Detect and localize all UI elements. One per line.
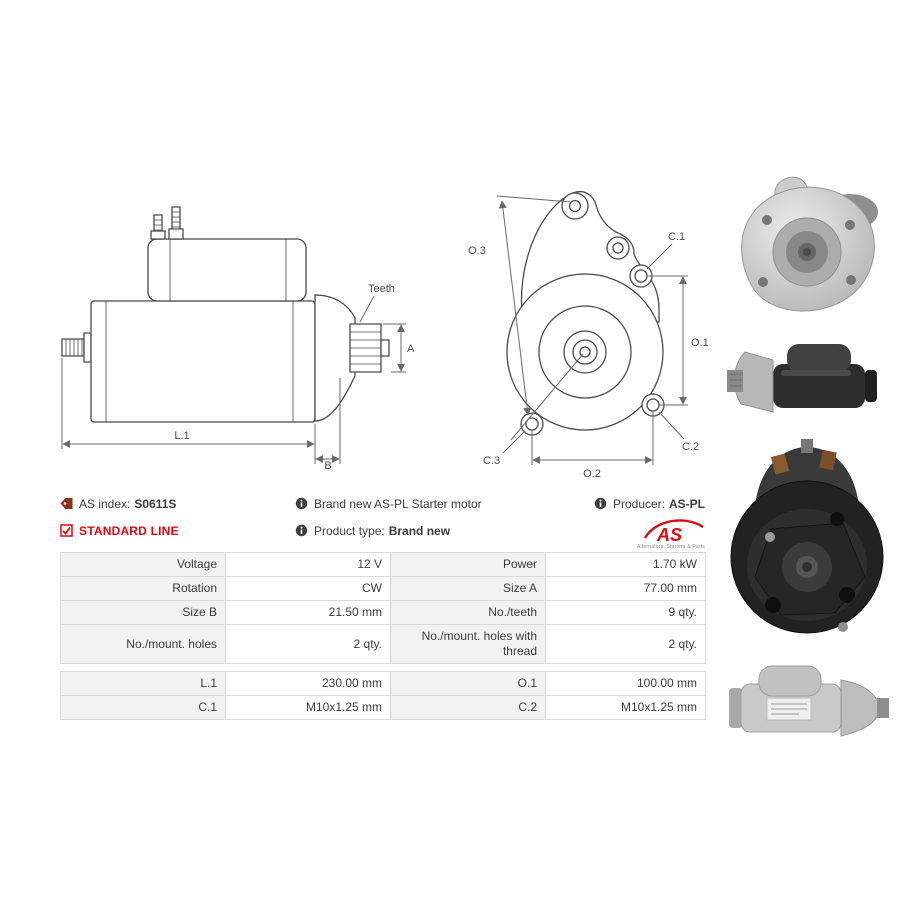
product-photo-rear-black <box>730 439 884 634</box>
table-gap <box>60 664 706 671</box>
logo-text: AS <box>656 525 682 544</box>
spec-value: 100.00 mm <box>545 671 706 696</box>
product-photo-front <box>741 176 878 312</box>
spec-value: 9 qty. <box>545 600 706 625</box>
front-view-dimensions: O.3 O.1 O.2 C.1 C.2 C.3 <box>468 195 709 480</box>
product-type-text: Product type:Brand new <box>314 523 451 538</box>
product-photo-side-dark <box>727 344 877 413</box>
spec-label: O.1 <box>390 671 546 696</box>
brand-new-row: Brand new AS-PL Starter motor <box>295 490 555 517</box>
spec-label: Rotation <box>60 576 226 601</box>
spec-label: Size A <box>390 576 546 601</box>
spec-row: Size B 21.50 mm No./teeth 9 qty. <box>60 600 706 625</box>
spec-value: M10x1.25 mm <box>225 695 391 720</box>
spec-value: 230.00 mm <box>225 671 391 696</box>
product-photo-side-silver <box>729 665 889 737</box>
as-pl-logo: AS Alternators, Starters & Parts <box>540 518 705 550</box>
dim-b-label: B <box>324 460 331 470</box>
spec-label: Size B <box>60 600 226 625</box>
spec-value: 1.70 kW <box>545 552 706 577</box>
check-square-icon <box>60 524 73 537</box>
spec-row: No./mount. holes 2 qty. No./mount. holes… <box>60 624 706 664</box>
spec-label: C.2 <box>390 695 546 720</box>
spec-row: Rotation CW Size A 77.00 mm <box>60 576 706 601</box>
dim-o2-label: O.2 <box>583 468 601 480</box>
dim-o3-label: O.3 <box>468 245 486 257</box>
info-icon <box>295 524 308 537</box>
spec-table-lower: L.1 230.00 mm O.1 100.00 mm C.1 M10x1.25… <box>60 671 706 720</box>
info-icon <box>295 497 308 510</box>
info-icon <box>594 497 607 510</box>
logo-tagline: Alternators, Starters & Parts <box>636 544 705 550</box>
spec-table-upper: Voltage 12 V Power 1.70 kW Rotation CW S… <box>60 552 706 664</box>
producer-row: Producer:AS-PL <box>540 490 705 517</box>
starter-motor-front-view <box>507 192 664 435</box>
as-index-text: AS index:S0611S <box>79 496 177 511</box>
spec-row: C.1 M10x1.25 mm C.2 M10x1.25 mm <box>60 695 706 720</box>
spec-value: CW <box>225 576 391 601</box>
front-view-technical-drawing: O.3 O.1 O.2 C.1 C.2 C.3 <box>468 172 709 480</box>
spec-label: L.1 <box>60 671 226 696</box>
side-view-technical-drawing: Teeth A L.1 B <box>50 168 415 470</box>
spec-label: Power <box>390 552 546 577</box>
spec-label: No./mount. holes with thread <box>390 624 546 664</box>
teeth-label: Teeth <box>368 283 395 295</box>
dim-c3-label: C.3 <box>483 455 500 467</box>
as-index-row: AS index:S0611S <box>60 490 290 517</box>
product-photos <box>715 170 900 759</box>
spec-label: C.1 <box>60 695 226 720</box>
info-column-center: Brand new AS-PL Starter motor Product ty… <box>295 490 555 544</box>
dim-c1-label: C.1 <box>668 231 685 243</box>
standard-line-label: STANDARD LINE <box>79 523 179 538</box>
product-type-row: Product type:Brand new <box>295 517 555 544</box>
spec-value: M10x1.25 mm <box>545 695 706 720</box>
spec-value: 77.00 mm <box>545 576 706 601</box>
brand-new-note: Brand new AS-PL Starter motor <box>314 496 482 511</box>
starter-motor-side-view <box>62 207 389 422</box>
spec-label: No./teeth <box>390 600 546 625</box>
producer-text: Producer:AS-PL <box>612 496 705 511</box>
spec-value: 21.50 mm <box>225 600 391 625</box>
spec-label: Voltage <box>60 552 226 577</box>
spec-table-section: Voltage 12 V Power 1.70 kW Rotation CW S… <box>60 552 706 720</box>
spec-row: Voltage 12 V Power 1.70 kW <box>60 552 706 577</box>
spec-value: 2 qty. <box>225 624 391 664</box>
dim-o1-label: O.1 <box>691 337 709 349</box>
info-column-left: AS index:S0611S STANDARD LINE <box>60 490 290 544</box>
dim-c2-label: C.2 <box>682 441 699 453</box>
dim-a-label: A <box>407 343 415 355</box>
info-column-right: Producer:AS-PL AS Alternators, Starters … <box>540 490 705 550</box>
spec-label: No./mount. holes <box>60 624 226 664</box>
spec-value: 12 V <box>225 552 391 577</box>
spec-value: 2 qty. <box>545 624 706 664</box>
standard-line-row: STANDARD LINE <box>60 517 290 544</box>
tag-icon <box>60 497 73 510</box>
dim-l1-label: L.1 <box>174 430 189 442</box>
spec-row: L.1 230.00 mm O.1 100.00 mm <box>60 671 706 696</box>
side-view-dimensions: Teeth A L.1 B <box>61 283 415 470</box>
